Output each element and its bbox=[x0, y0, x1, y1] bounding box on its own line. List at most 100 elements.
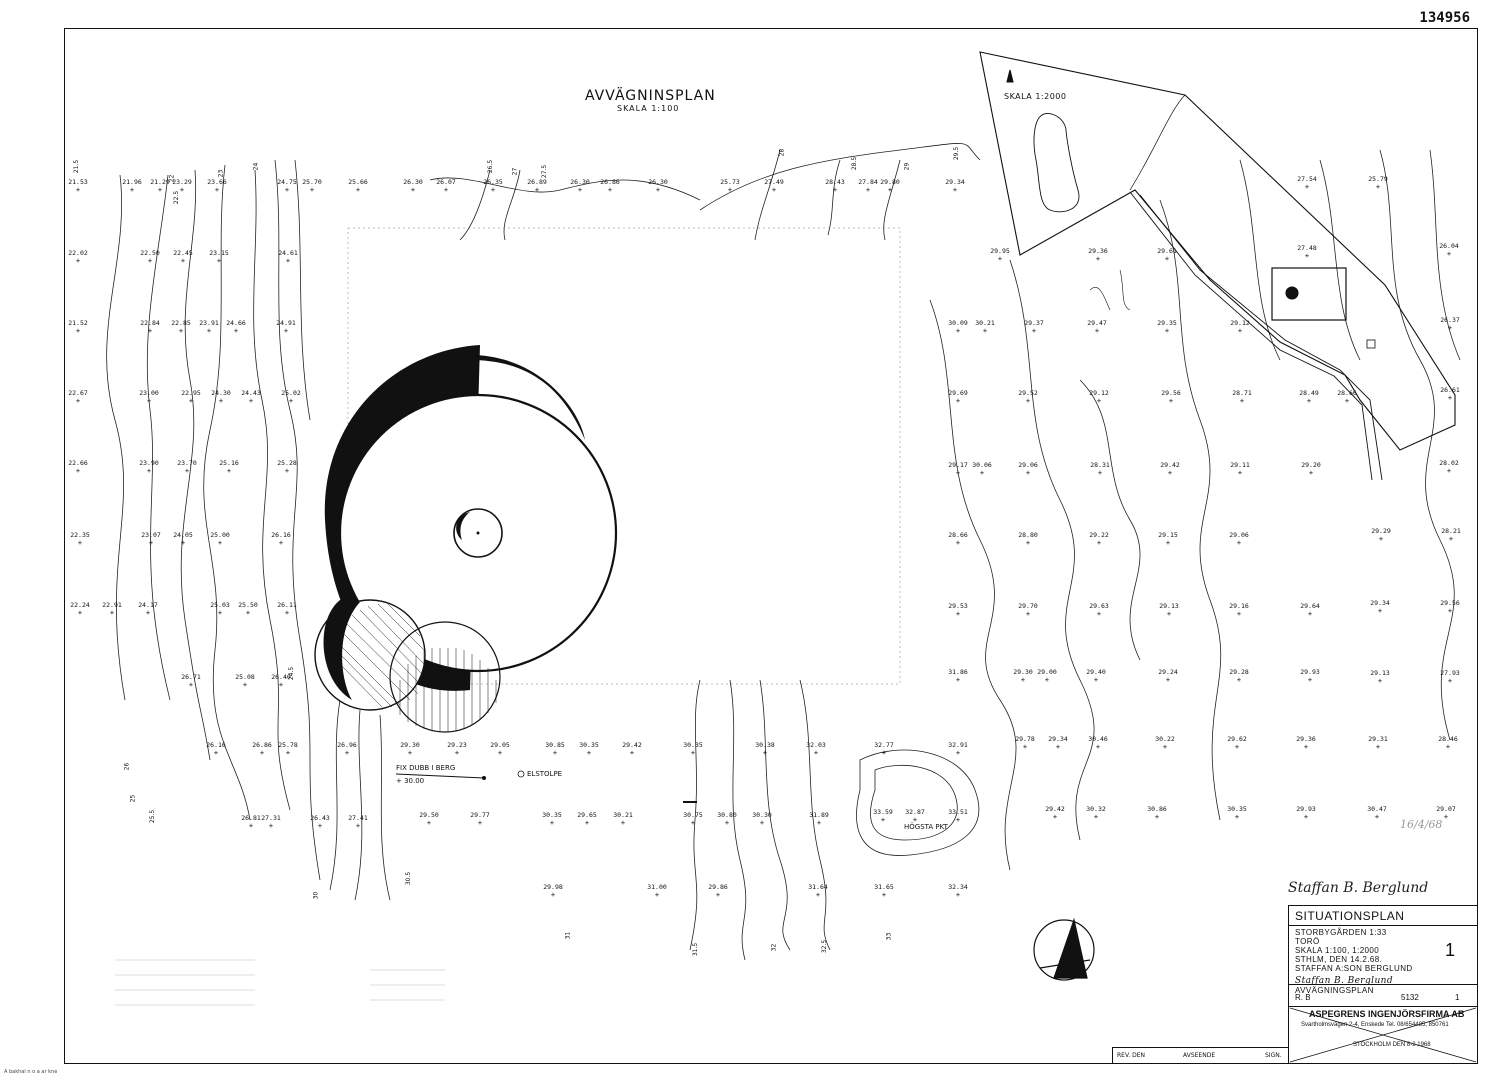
spot-height: 31.89 bbox=[809, 811, 829, 819]
spot-height: 24.75 bbox=[277, 178, 297, 186]
firm-address: Svartholmsvägen 2-4, Enskede Tel. 08/654… bbox=[1301, 1022, 1449, 1028]
spot-height: 29.31 bbox=[1368, 735, 1388, 743]
spot-height: 32.77 bbox=[874, 741, 894, 749]
spot-height: 30.32 bbox=[1086, 805, 1106, 813]
sheet-number: 1 bbox=[1444, 940, 1455, 960]
contour-label: 23 bbox=[217, 169, 225, 178]
spot-height: 26.89 bbox=[527, 178, 547, 186]
spot-height: 30.21 bbox=[975, 319, 995, 327]
spot-height: 29.34 bbox=[1370, 599, 1390, 607]
contour-label: 25.5 bbox=[149, 809, 157, 824]
mini-site-map bbox=[979, 51, 1456, 481]
spot-height: 28.02 bbox=[1439, 459, 1459, 467]
spot-height: 29.62 bbox=[1227, 735, 1247, 743]
spot-height: 29.30 bbox=[1013, 668, 1033, 676]
spot-height: 22.67 bbox=[68, 389, 88, 397]
spot-height: 30.35 bbox=[1227, 805, 1247, 813]
spot-height: 26.71 bbox=[181, 673, 201, 681]
title-block-cell: 5132 bbox=[1401, 993, 1419, 1002]
contour-label: 33 bbox=[885, 932, 893, 941]
spot-height: 29.42 bbox=[1045, 805, 1065, 813]
title-block-signature: Staffan B. Berglund bbox=[1295, 976, 1394, 986]
revision-col: AVSEENDE bbox=[1183, 1052, 1216, 1059]
spot-height: 29.12 bbox=[1089, 389, 1109, 397]
spot-height: 29.00 bbox=[1037, 668, 1057, 676]
contour-label: 22 bbox=[168, 174, 176, 183]
spot-height: 25.08 bbox=[235, 673, 255, 681]
spot-height: 30.22 bbox=[1155, 735, 1175, 743]
spot-height: 25.73 bbox=[720, 178, 740, 186]
spot-height: 30.75 bbox=[683, 811, 703, 819]
spot-height: 29.34 bbox=[1048, 735, 1068, 743]
spot-height: 29.52 bbox=[1018, 389, 1038, 397]
spot-height: 22.35 bbox=[70, 531, 90, 539]
title-block-line: TORÖ bbox=[1295, 937, 1320, 946]
spot-height: 26.16 bbox=[206, 741, 226, 749]
spot-height: 28.43 bbox=[825, 178, 845, 186]
spot-height: 30.21 bbox=[613, 811, 633, 819]
drawing-number: 134956 bbox=[1419, 10, 1470, 26]
spot-height: 22.91 bbox=[102, 601, 122, 609]
spot-height: 24.17 bbox=[138, 601, 158, 609]
spot-height: 30.47 bbox=[1367, 805, 1387, 813]
plan-title: AVVÄGNINSPLAN bbox=[585, 88, 716, 104]
stamp-date: 16/4/68 bbox=[1400, 818, 1443, 831]
spot-height: 22.02 bbox=[68, 249, 88, 257]
spot-height: 24.66 bbox=[226, 319, 246, 327]
highest-point-label: HÖGSTA PKT bbox=[904, 823, 948, 831]
spot-height: 26.43 bbox=[310, 814, 330, 822]
contour-label: 26.5 bbox=[487, 159, 495, 174]
spot-height: 29.28 bbox=[1229, 668, 1249, 676]
spot-height: 24.05 bbox=[173, 531, 193, 539]
contour-label: 29 bbox=[903, 162, 911, 171]
spot-height: 23.70 bbox=[177, 459, 197, 467]
title-block: SITUATIONSPLAN STORBYGÅRDEN 1:33 TORÖ SK… bbox=[1288, 905, 1478, 1064]
spot-height: 29.05 bbox=[490, 741, 510, 749]
spot-height: 26.81 bbox=[241, 814, 261, 822]
contour-label: 27.5 bbox=[541, 164, 549, 179]
spot-height: 26.86 bbox=[600, 178, 620, 186]
spot-height: 27.48 bbox=[1297, 244, 1317, 252]
spot-height: 30.86 bbox=[1147, 805, 1167, 813]
spot-height: 29.35 bbox=[1157, 319, 1177, 327]
spot-height: 21.53 bbox=[68, 178, 88, 186]
plan-scale: SKALA 1:100 bbox=[617, 104, 680, 113]
spot-height: 29.13 bbox=[1159, 602, 1179, 610]
contour-label: 27 bbox=[511, 167, 519, 176]
spot-height: 29.80 bbox=[880, 178, 900, 186]
spot-height: 27.54 bbox=[1297, 175, 1317, 183]
spot-height: 33.51 bbox=[948, 808, 968, 816]
contour-label: 28 bbox=[778, 148, 786, 157]
tank-shapes bbox=[314, 345, 618, 733]
spot-height: 26.86 bbox=[252, 741, 272, 749]
spot-height: 26.30 bbox=[648, 178, 668, 186]
spot-height: 26.35 bbox=[483, 178, 503, 186]
spot-height: 32.34 bbox=[948, 883, 968, 891]
spot-height: 30.09 bbox=[948, 319, 968, 327]
title-block-subject: AVVÄGNINGSPLAN bbox=[1295, 986, 1374, 995]
spot-height: 29.53 bbox=[948, 602, 968, 610]
spot-height: 29.34 bbox=[945, 178, 965, 186]
mini-map-scale: SKALA 1:2000 bbox=[1004, 92, 1067, 101]
spot-height: 29.63 bbox=[1089, 602, 1109, 610]
contour-label: 29.5 bbox=[953, 146, 961, 161]
spot-height: 23.15 bbox=[209, 249, 229, 257]
spot-height: 23.66 bbox=[207, 178, 227, 186]
spot-height: 28.71 bbox=[1232, 389, 1252, 397]
contour-label: 24 bbox=[252, 162, 260, 171]
spot-height: 26.07 bbox=[436, 178, 456, 186]
contour-label: 32.5 bbox=[821, 939, 829, 954]
spot-height: 29.70 bbox=[1018, 602, 1038, 610]
fix-point-label: FIX DUBB I BERG bbox=[396, 764, 456, 772]
spot-height: 29.12 bbox=[1230, 319, 1250, 327]
contour-label: 26 bbox=[123, 762, 131, 771]
spot-height: 21.96 bbox=[122, 178, 142, 186]
spot-height: 30.38 bbox=[755, 741, 775, 749]
spot-height: 28.80 bbox=[1018, 531, 1038, 539]
contour-lines bbox=[106, 143, 1461, 961]
spot-height: 24.61 bbox=[278, 249, 298, 257]
firm-date: STOCKHOLM DEN 8-2 1968 bbox=[1353, 1042, 1431, 1048]
spot-height: 26.96 bbox=[337, 741, 357, 749]
